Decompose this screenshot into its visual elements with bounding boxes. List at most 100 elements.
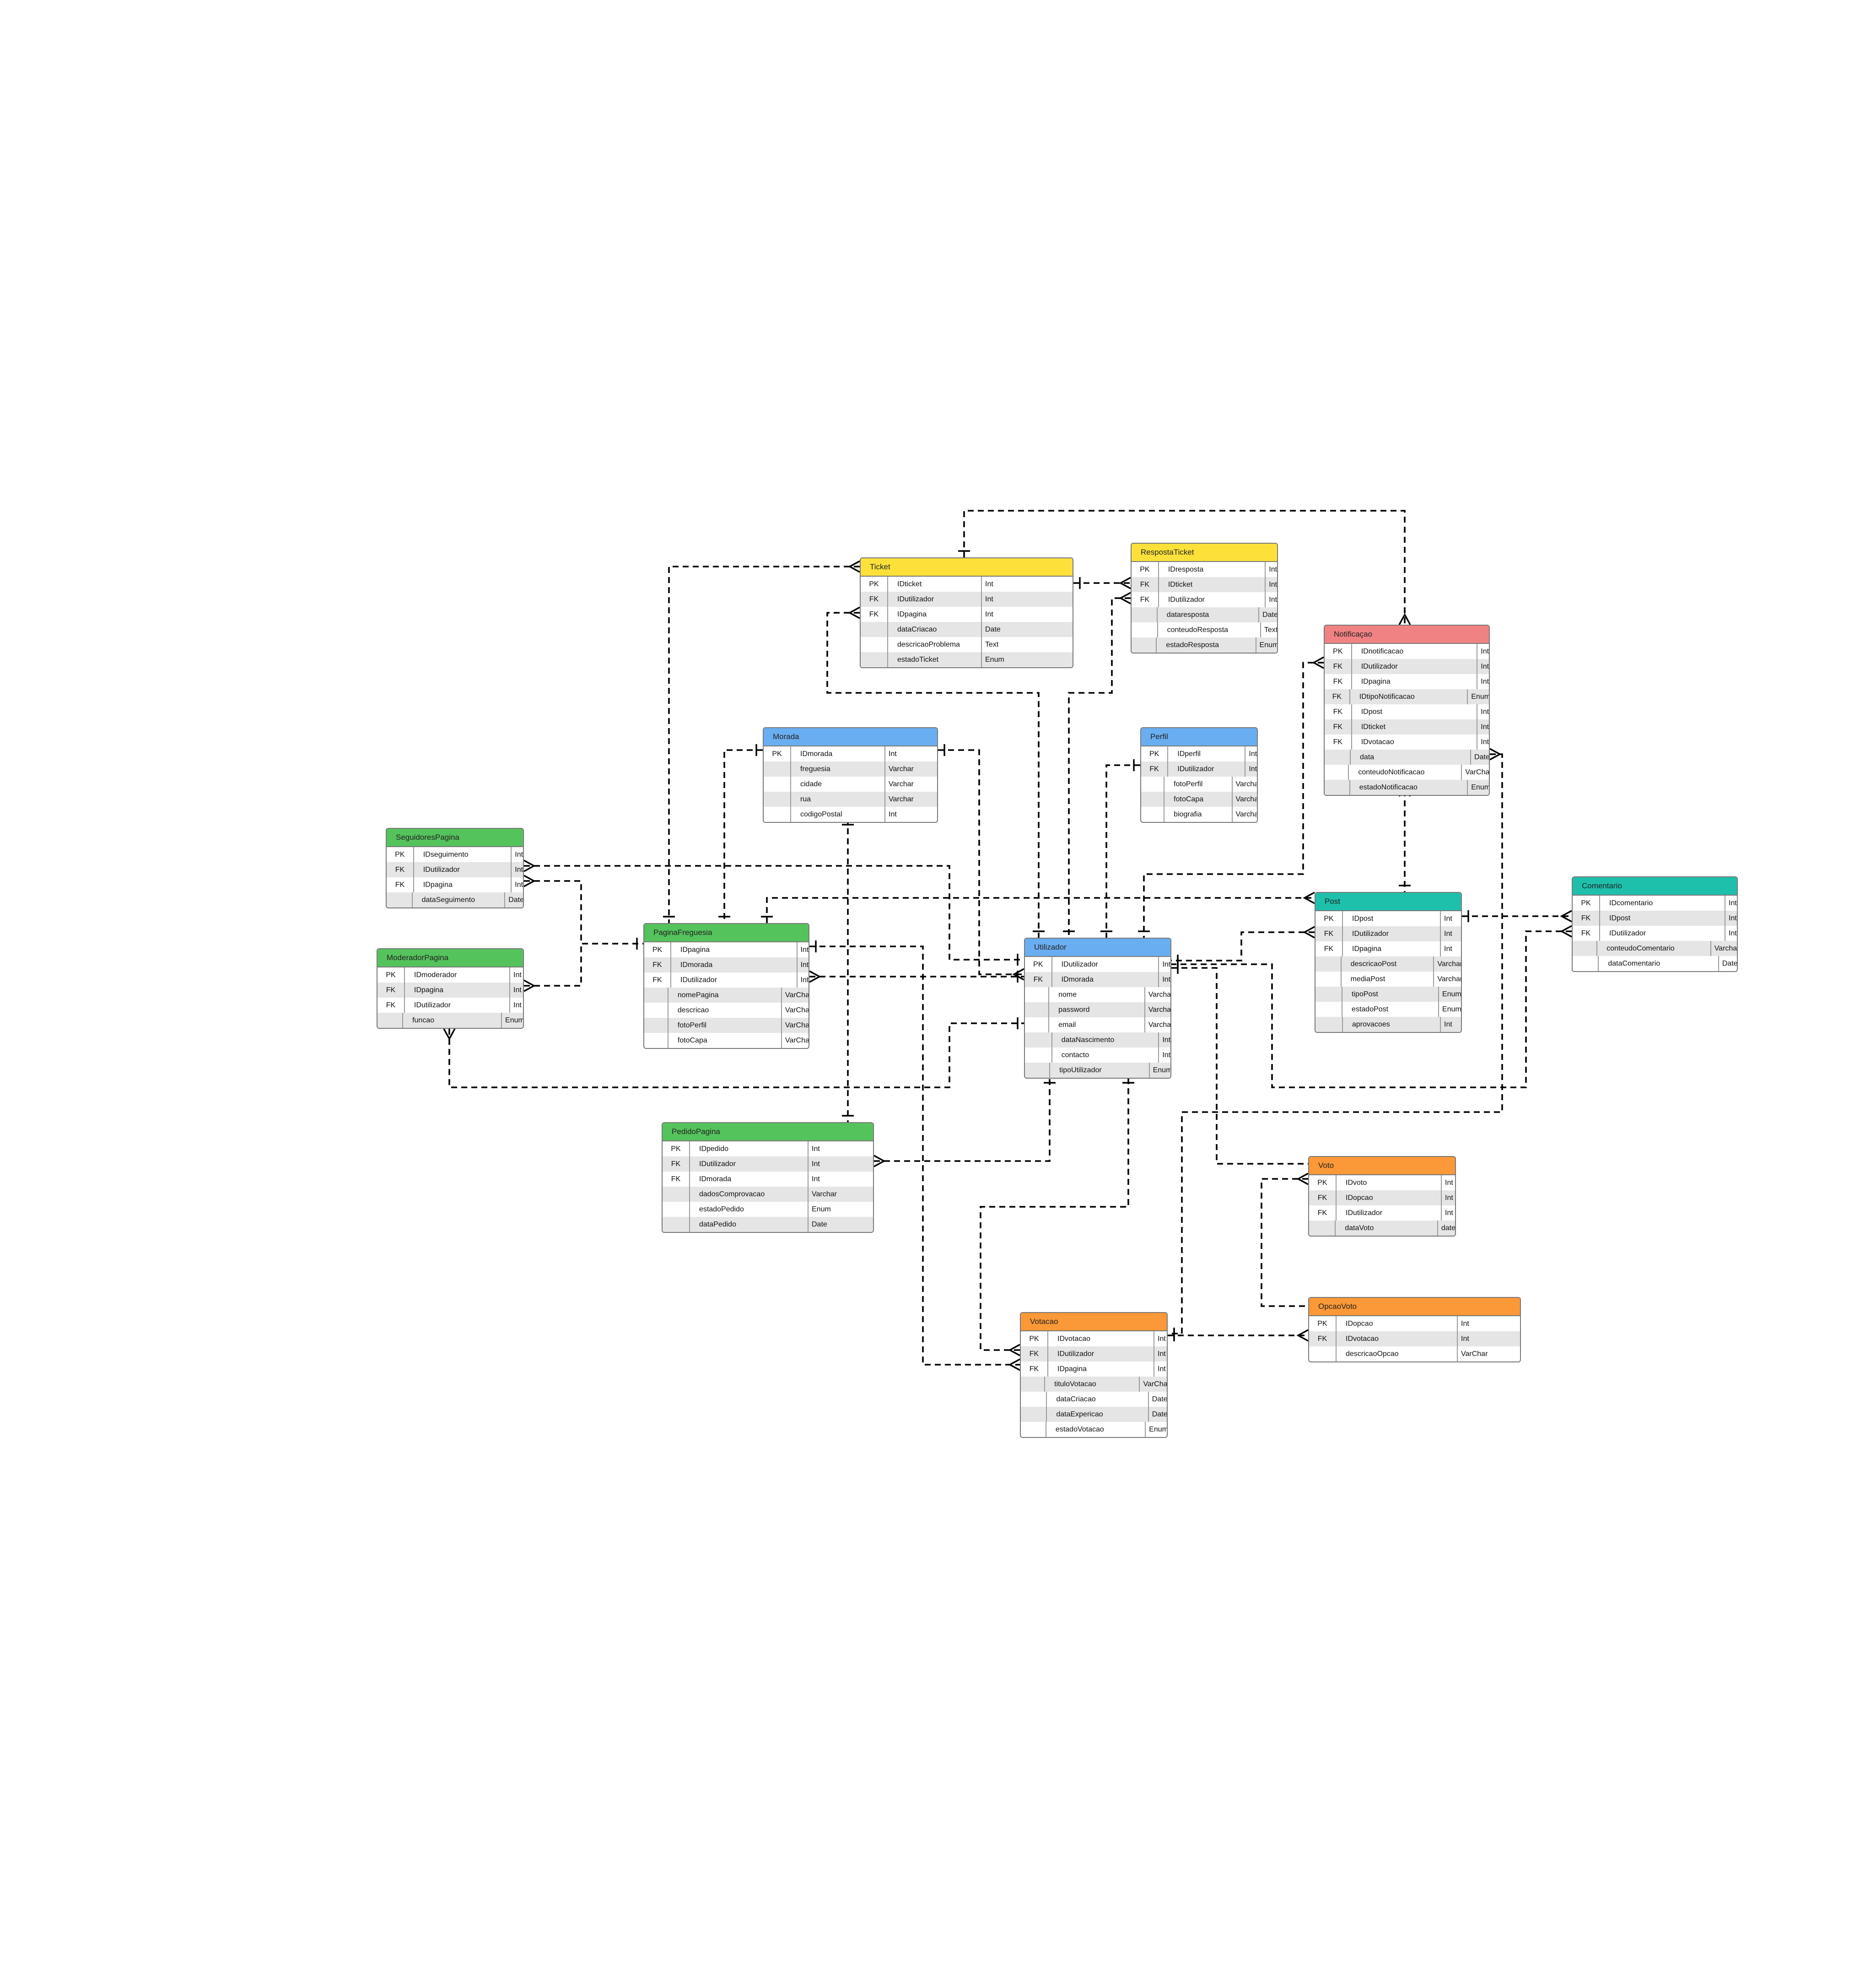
key-cell — [663, 1217, 690, 1232]
field-type-cell: Date — [1474, 753, 1489, 761]
cardinality-many-marker — [1119, 577, 1131, 589]
attribute-row: nomeVarchar — [1025, 987, 1170, 1002]
key-cell — [1315, 1002, 1343, 1017]
key-cell: FK — [377, 998, 405, 1013]
field-type-cell: Int — [1249, 765, 1257, 773]
key-cell — [1025, 1002, 1050, 1017]
field-type-cell: Int — [1269, 566, 1277, 573]
field-type-cell: Int — [1729, 929, 1737, 937]
field-name-cell: IDutilizador — [1052, 957, 1159, 972]
field-type-cell: Int — [800, 946, 809, 954]
field-type-cell: Int — [1444, 945, 1452, 953]
field-type-cell: VarChar — [1461, 1350, 1488, 1358]
field-type-cell: Varchar — [812, 1190, 837, 1198]
field-name-cell: tituloVotacao — [1045, 1377, 1140, 1392]
key-cell: FK — [1315, 941, 1343, 956]
key-cell — [1573, 956, 1599, 971]
field-type-cell: Int — [1158, 1335, 1166, 1343]
field-name-cell: IDticket — [888, 577, 982, 592]
field-type-cell: Int — [889, 750, 897, 758]
field-type-cell: Int — [985, 610, 993, 618]
field-type-cell: Enum — [1442, 1005, 1461, 1013]
relationship-line — [723, 749, 763, 923]
field-name-cell: IDpagina — [405, 983, 510, 998]
field-name-cell: codigoPostal — [791, 807, 885, 822]
field-name-cell: dataNascimento — [1052, 1032, 1159, 1048]
field-type-cell: VarChar — [1143, 1380, 1167, 1388]
field-name-cell: IDutilizador — [1343, 926, 1441, 941]
relationship-line — [524, 865, 1024, 961]
key-cell — [377, 1013, 404, 1028]
field-name-cell: IDmorada — [671, 957, 798, 972]
field-type-cell: Int — [1162, 1051, 1170, 1059]
field-name-cell: fotoCapa — [1164, 792, 1233, 807]
field-type-cell: VarChar — [785, 1021, 809, 1029]
cardinality-many-marker — [1560, 925, 1572, 938]
field-name-cell: IDperfil — [1168, 746, 1246, 762]
field-type-cell: Int — [800, 976, 809, 984]
field-type-cell: Int — [812, 1160, 820, 1168]
cardinality-many-marker — [1008, 1358, 1020, 1371]
field-type-cell: Int — [1445, 1194, 1453, 1202]
entity-title: RespostaTicket — [1132, 544, 1277, 562]
key-cell — [861, 637, 888, 652]
field-type-cell: Int — [1481, 648, 1489, 655]
field-name-cell: tipoUtilizador — [1050, 1063, 1150, 1078]
field-type-cell: Int — [1461, 1320, 1469, 1328]
field-name-cell: email — [1049, 1017, 1145, 1032]
entity-title: PaginaFreguesia — [644, 924, 809, 942]
key-cell — [1132, 622, 1158, 637]
key-cell — [1315, 956, 1342, 972]
field-type-cell: VarChar — [785, 1037, 809, 1044]
cardinality-many-marker — [848, 560, 860, 573]
entity-title: Perfil — [1141, 728, 1257, 746]
field-name-cell: IDutilizador — [1168, 762, 1246, 777]
cardinality-many-marker — [809, 970, 821, 983]
field-type-cell: Int — [812, 1145, 820, 1153]
field-name-cell: dadosComprovacao — [690, 1187, 809, 1202]
field-name-cell: tipoPost — [1342, 987, 1439, 1002]
field-type-cell: Date — [1152, 1410, 1167, 1418]
field-type-cell: VarChar — [785, 991, 809, 999]
key-cell: PK — [377, 967, 405, 983]
field-name-cell: aprovacoes — [1343, 1017, 1441, 1032]
key-cell: PK — [644, 942, 671, 957]
entity-title: SeguidoresPagina — [387, 829, 523, 847]
field-type-cell: Int — [1444, 930, 1452, 938]
field-name-cell: descricaoProblema — [888, 637, 982, 652]
